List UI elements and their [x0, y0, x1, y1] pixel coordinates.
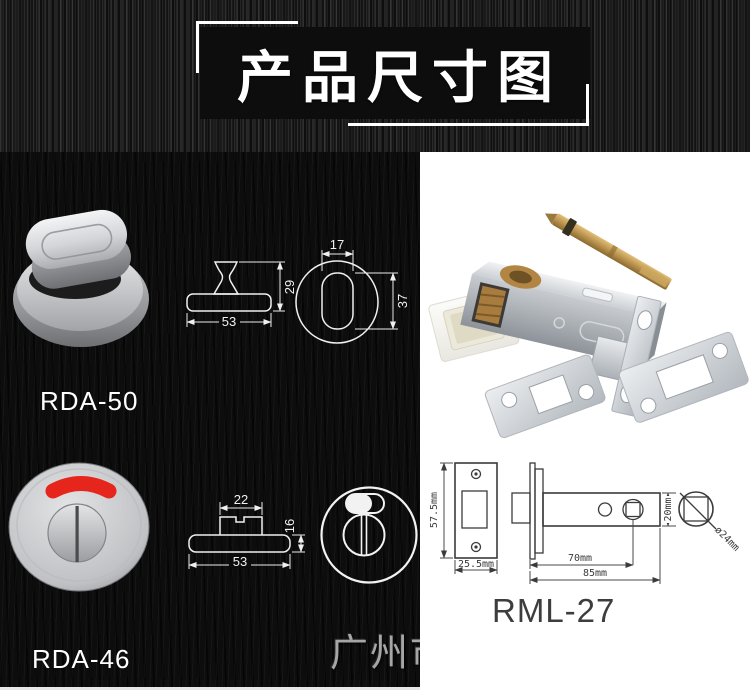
- rml27-dimension-drawing: 57.5mm 25.5mm 20mm ø24mm: [429, 462, 741, 584]
- banner-band: 产品尺寸图: [0, 0, 750, 152]
- rml27-dim-faceplate-width: 25.5mm: [458, 559, 494, 570]
- rda46-red-indicator: [45, 476, 117, 499]
- rml27-dim-backset: 70mm: [568, 553, 592, 564]
- rda46-dim-base-width: 53: [233, 554, 247, 569]
- brass-spindle: [544, 213, 672, 290]
- rda50-dim-total-height: 29: [282, 280, 297, 294]
- rda50-front-drawing: 17 37: [295, 237, 410, 344]
- rml27-label: RML-27: [492, 592, 616, 629]
- rml27-dim-case-height: 20mm: [663, 497, 674, 521]
- rda46-product-photo: [8, 462, 150, 592]
- rda50-thumbturn-knob: [25, 209, 131, 289]
- rml27-dim-faceplate-height: 57.5mm: [429, 492, 440, 528]
- rml27-dim-total-length: 85mm: [583, 568, 607, 579]
- white-latch-panel: 57.5mm 25.5mm 20mm ø24mm: [420, 152, 750, 690]
- rda50-dim-base-width: 53: [222, 314, 236, 329]
- rml27-product-photo: [428, 213, 749, 439]
- rda46-side-drawing: 22 53 16: [188, 492, 305, 569]
- rda46-dim-boss-width: 22: [234, 492, 248, 507]
- rda46-label: RDA-46: [32, 644, 131, 674]
- rda46-front-drawing: [320, 486, 418, 584]
- rda50-dim-slot-width: 17: [330, 237, 344, 252]
- rda50-side-drawing: 53 29: [186, 261, 297, 329]
- banner-title: 产品尺寸图: [237, 47, 562, 110]
- banner-corner-bracket-bottom-right: [348, 84, 589, 126]
- banner-corner-bracket-top-left: [196, 21, 298, 73]
- banner-frame: 产品尺寸图: [200, 27, 590, 119]
- watermark-text: 广州市: [330, 633, 420, 675]
- rml27-dim-tube-diameter: ø24mm: [712, 525, 741, 554]
- rda50-label: RDA-50: [40, 386, 139, 416]
- rda46-dim-base-height: 16: [282, 519, 297, 533]
- rda50-product-photo: [13, 209, 149, 347]
- strike-plate-1: [484, 354, 606, 439]
- strike-plate-2: [618, 331, 749, 423]
- rda50-dim-slot-height: 37: [395, 294, 410, 308]
- dark-products-panel: RDA-50 53 29: [0, 152, 420, 690]
